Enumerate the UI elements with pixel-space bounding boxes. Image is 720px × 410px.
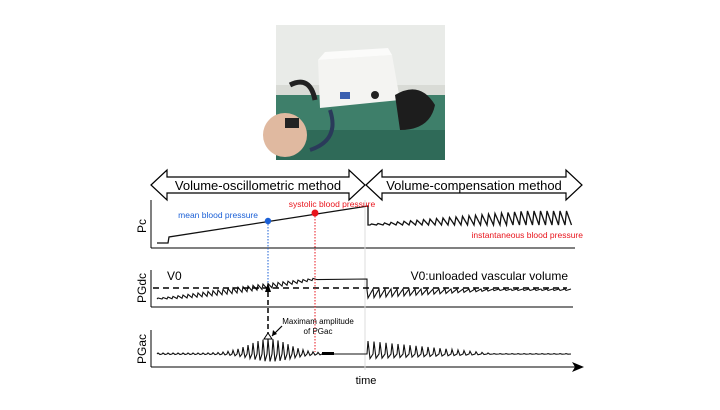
mean-pressure-dot	[264, 217, 272, 225]
method-arrow-left: Volume-oscillometric method	[150, 168, 366, 202]
systolic-pressure-dot	[311, 209, 319, 217]
method-label-oscillometric: Volume-oscillometric method	[175, 178, 341, 193]
pc-trace	[157, 205, 573, 244]
pc-ylabel: Pc	[135, 219, 149, 233]
time-arrow-head	[572, 362, 584, 372]
pgdc-trace	[156, 277, 572, 300]
time-xlabel: time	[356, 375, 377, 387]
v0-label: V0	[167, 269, 182, 283]
pgdc-ylabel: PGdc	[135, 273, 149, 303]
up-arrow-icon	[265, 283, 271, 292]
annotation-line2: of PGac	[304, 327, 333, 336]
instantaneous-pressure-label: instantaneous blood pressure	[471, 230, 583, 240]
mean-pressure-label: mean blood pressure	[178, 210, 258, 220]
method-arrow-right: Volume-compensation method	[365, 168, 583, 202]
pgac-marker	[322, 352, 334, 355]
pgac-ylabel: PGac	[135, 334, 149, 364]
annotation-line1: Maximam amplitude	[282, 317, 354, 326]
triangle-marker-icon	[263, 332, 273, 340]
device-photo	[263, 25, 445, 160]
method-label-compensation: Volume-compensation method	[386, 178, 562, 193]
pgac-trace	[156, 338, 572, 362]
systolic-pressure-label: systolic blood pressure	[289, 199, 376, 209]
v0-description: V0:unloaded vascular volume	[411, 269, 569, 283]
